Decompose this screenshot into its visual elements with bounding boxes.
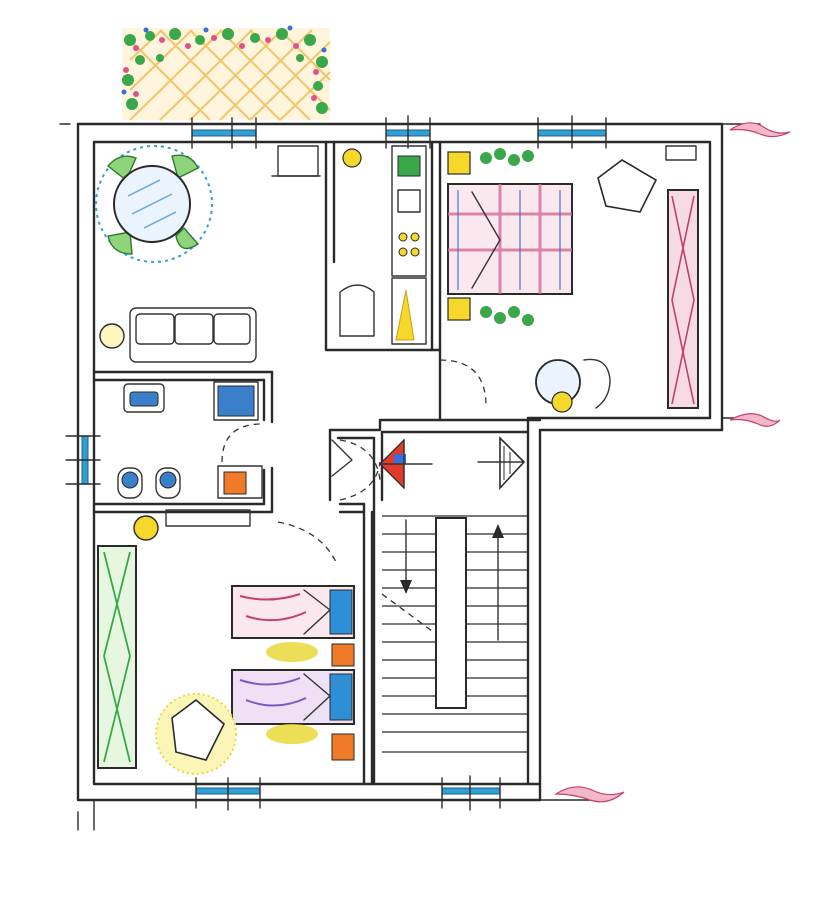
section-marker-mid-right xyxy=(729,413,781,427)
section-marker-bottom xyxy=(554,786,625,803)
section-marker-top-right xyxy=(729,122,791,138)
section-arrow-right-icon xyxy=(477,436,526,491)
washbasin xyxy=(123,383,165,413)
nightstand-bottom xyxy=(447,297,471,321)
stair-landing-edge xyxy=(382,731,528,753)
sofa xyxy=(99,307,257,363)
double-bed xyxy=(447,183,573,295)
window-jambs xyxy=(65,115,607,811)
section-markers xyxy=(554,122,791,803)
stair-well xyxy=(435,517,467,709)
nightstand-small-1 xyxy=(331,643,355,667)
shower xyxy=(213,381,259,421)
dining-table-set xyxy=(95,145,213,263)
plant-top xyxy=(480,148,534,166)
stair-direction-arrow-icon xyxy=(381,519,504,641)
terrace-planter xyxy=(121,25,331,121)
bedroom-lamp xyxy=(133,515,159,541)
single-bed-bottom xyxy=(231,669,355,725)
window-living xyxy=(191,129,257,137)
round-table-chair xyxy=(535,358,611,413)
radiator xyxy=(165,509,251,527)
dresser xyxy=(665,145,697,161)
rug-2 xyxy=(266,724,318,744)
wardrobe-small xyxy=(97,545,137,769)
kitchen-chair xyxy=(339,284,375,337)
kitchen-counter xyxy=(391,145,427,277)
plant-bottom xyxy=(480,306,534,326)
stove xyxy=(398,232,420,257)
bathroom xyxy=(117,381,263,499)
wardrobe xyxy=(667,189,699,409)
desk-chair xyxy=(155,693,237,775)
fridge xyxy=(391,277,427,345)
bidet xyxy=(155,467,181,499)
kitchen xyxy=(339,145,427,345)
nightstand-small-2 xyxy=(331,733,355,761)
master-bedroom xyxy=(439,145,699,413)
window-stairs xyxy=(441,787,501,795)
side-table xyxy=(99,323,125,349)
entrance-door xyxy=(331,439,381,501)
small-bedroom xyxy=(97,509,355,775)
toilet xyxy=(117,467,143,499)
armchair xyxy=(597,159,658,213)
kitchen-lamp xyxy=(342,148,362,168)
tv-cabinet xyxy=(277,145,319,177)
rug-1 xyxy=(266,642,318,662)
interior-walls xyxy=(92,140,542,786)
laundry-unit xyxy=(217,465,263,499)
nightstand-top xyxy=(447,151,471,175)
sink xyxy=(397,155,421,177)
single-bed-top xyxy=(231,585,355,639)
section-arrow-left-icon xyxy=(379,438,433,490)
